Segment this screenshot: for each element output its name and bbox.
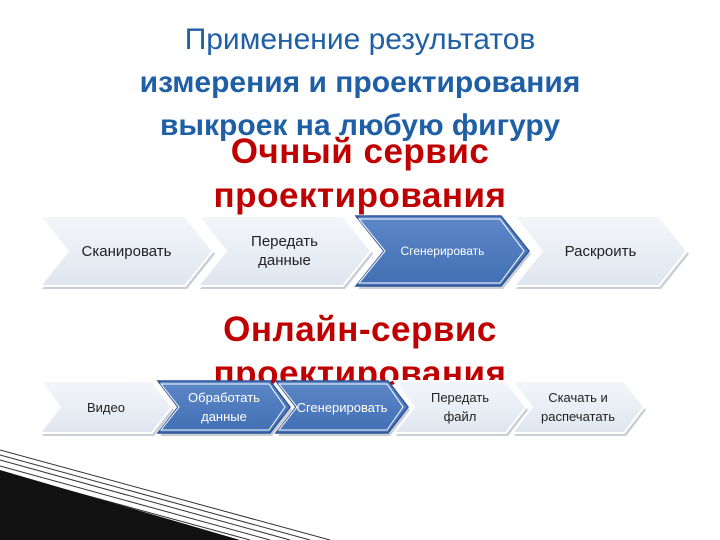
online-step-5-chevron[interactable] bbox=[509, 380, 646, 434]
online-step-5-label: Скачать и распечатать bbox=[541, 390, 615, 424]
offline-step-1-chevron[interactable] bbox=[37, 215, 215, 287]
online-step-2-chevron[interactable] bbox=[156, 380, 291, 434]
offline-step-4-chevron[interactable] bbox=[511, 215, 689, 287]
online-step-1-chevron[interactable] bbox=[37, 380, 174, 434]
title-line-3: выкроек на любую фигуру bbox=[159, 109, 561, 142]
online-step-2-label: Обработать данные bbox=[188, 390, 260, 424]
online-step-3-chevron[interactable] bbox=[274, 380, 409, 434]
offline-step-3-label: Сгенерировать bbox=[400, 243, 485, 258]
online-step-2-highlight bbox=[159, 383, 286, 431]
online-step-4-label: Передать файл bbox=[430, 390, 489, 424]
offline-step-2-label: Передать данные bbox=[251, 233, 318, 269]
slide-title: Применение результатов измерения и проек… bbox=[0, 18, 720, 147]
offline-heading-line-2: проектирования bbox=[213, 176, 507, 215]
offline-step-1-label: Сканировать bbox=[81, 242, 172, 260]
offline-step-2-chevron[interactable] bbox=[195, 215, 373, 287]
online-step-3-highlight bbox=[277, 383, 404, 431]
online-step-3-label: Сгенерировать bbox=[296, 399, 388, 415]
online-step-1-label: Видео bbox=[87, 399, 125, 415]
offline-step-4-label: Раскроить bbox=[564, 242, 637, 260]
online-step-4-chevron[interactable] bbox=[391, 380, 528, 434]
online-heading-line-1: Онлайн-сервис bbox=[223, 310, 497, 349]
offline-step-3-highlight bbox=[357, 218, 525, 284]
title-line-1: Применение результатов bbox=[184, 23, 536, 56]
offline-step-3-chevron[interactable] bbox=[354, 215, 530, 287]
title-line-2: измерения и проектирования bbox=[139, 66, 581, 99]
offline-service-heading: Очный сервис проектирования bbox=[150, 130, 570, 218]
offline-heading-line-1: Очный сервис bbox=[230, 132, 490, 171]
